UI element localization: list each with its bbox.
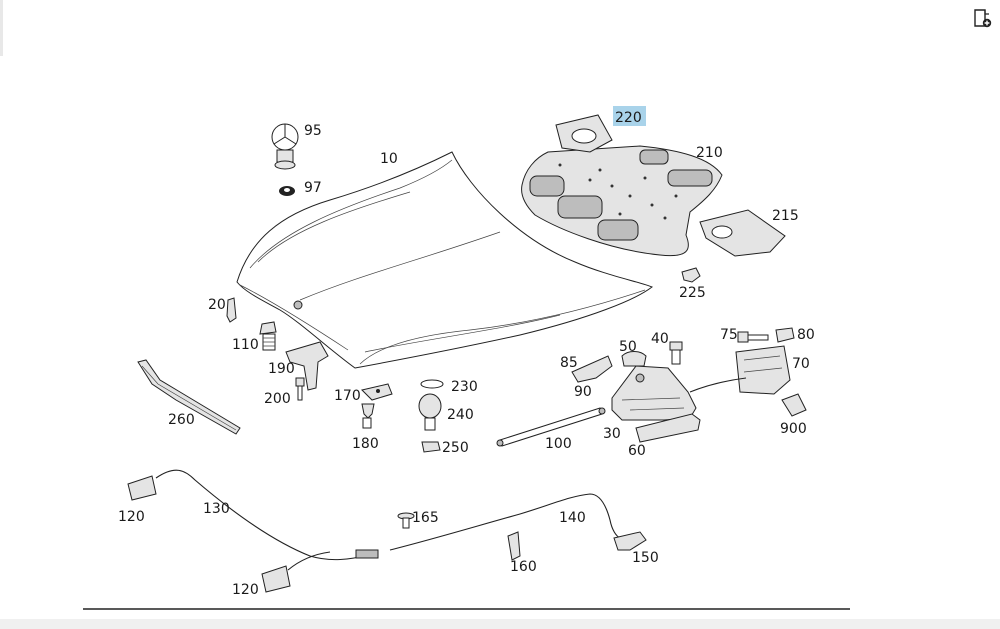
- hood-latch-30[interactable]: [611, 365, 697, 421]
- label-120-upper[interactable]: 120: [118, 509, 145, 525]
- handle-120-upper[interactable]: [127, 475, 157, 501]
- label-120-lower[interactable]: 120: [232, 582, 259, 598]
- label-150[interactable]: 150: [632, 550, 659, 566]
- bottom-strip: [0, 619, 1000, 629]
- label-110[interactable]: 110: [232, 337, 259, 353]
- ring-230[interactable]: [420, 379, 444, 389]
- clip-225[interactable]: [681, 267, 701, 283]
- label-210[interactable]: 210: [696, 145, 723, 161]
- label-190[interactable]: 190: [268, 361, 295, 377]
- hinge-190[interactable]: [285, 341, 329, 391]
- document-add-icon: [974, 9, 992, 28]
- label-10[interactable]: 10: [380, 151, 398, 167]
- document-add-button[interactable]: [970, 6, 994, 30]
- label-97[interactable]: 97: [304, 180, 322, 196]
- hood-panel[interactable]: [236, 151, 653, 369]
- rubber-50[interactable]: [621, 351, 647, 367]
- bump-stop-20[interactable]: [226, 297, 237, 323]
- insulation-pad-215[interactable]: [699, 209, 786, 257]
- label-30[interactable]: 30: [603, 426, 621, 442]
- label-20[interactable]: 20: [208, 297, 226, 313]
- label-95[interactable]: 95: [304, 123, 322, 139]
- clip-160[interactable]: [507, 531, 521, 561]
- label-130[interactable]: 130: [203, 501, 230, 517]
- grommet[interactable]: [279, 186, 295, 196]
- clip-165[interactable]: [397, 512, 415, 529]
- label-90[interactable]: 90: [574, 384, 592, 400]
- label-230[interactable]: 230: [451, 379, 478, 395]
- label-900[interactable]: 900: [780, 421, 807, 437]
- buffer-240[interactable]: [418, 393, 442, 431]
- label-225[interactable]: 225: [679, 285, 706, 301]
- bolt-40[interactable]: [669, 341, 683, 365]
- actuator-cable: [689, 377, 747, 393]
- bolt-200[interactable]: [295, 377, 305, 401]
- label-140[interactable]: 140: [559, 510, 586, 526]
- part-labels: 95 97 10 220 210 215 225 20 110 190 200 …: [118, 110, 815, 598]
- label-165[interactable]: 165: [412, 510, 439, 526]
- label-240[interactable]: 240: [447, 407, 474, 423]
- bracket-170[interactable]: [361, 383, 393, 401]
- spring-buffer-110[interactable]: [259, 321, 277, 351]
- wiper-seal-260[interactable]: [137, 359, 241, 435]
- nut-80[interactable]: [775, 327, 795, 343]
- actuator-70[interactable]: [735, 345, 791, 395]
- nut-250[interactable]: [421, 441, 441, 453]
- clip-180[interactable]: [361, 403, 375, 429]
- cable-connector[interactable]: [355, 549, 379, 559]
- label-40[interactable]: 40: [651, 331, 669, 347]
- label-160[interactable]: 160: [510, 559, 537, 575]
- label-200[interactable]: 200: [264, 391, 291, 407]
- star-emblem[interactable]: [271, 123, 299, 170]
- handle-120-lower[interactable]: [261, 565, 291, 593]
- gas-strut-100[interactable]: [496, 407, 606, 447]
- release-cable-130[interactable]: [155, 469, 373, 571]
- label-260[interactable]: 260: [168, 412, 195, 428]
- release-cable-140[interactable]: [389, 493, 621, 551]
- label-170[interactable]: 170: [334, 388, 361, 404]
- label-250[interactable]: 250: [442, 440, 469, 456]
- bracket-85[interactable]: [571, 355, 613, 383]
- label-215[interactable]: 215: [772, 208, 799, 224]
- release-lever-60[interactable]: [635, 413, 701, 443]
- label-50[interactable]: 50: [619, 339, 637, 355]
- label-60[interactable]: 60: [628, 443, 646, 459]
- label-180[interactable]: 180: [352, 436, 379, 452]
- label-100[interactable]: 100: [545, 436, 572, 452]
- label-70[interactable]: 70: [792, 356, 810, 372]
- insulation-mat[interactable]: [521, 145, 723, 257]
- connector-900[interactable]: [781, 393, 807, 417]
- insulation-pad-220[interactable]: [555, 114, 613, 153]
- label-75[interactable]: 75: [720, 327, 738, 343]
- label-80[interactable]: 80: [797, 327, 815, 343]
- label-highlight: [613, 106, 646, 126]
- bolt-75[interactable]: [737, 331, 769, 343]
- handle-150[interactable]: [613, 531, 647, 551]
- left-edge-strip: [0, 0, 3, 56]
- label-220[interactable]: 220: [615, 110, 642, 126]
- label-85[interactable]: 85: [560, 355, 578, 371]
